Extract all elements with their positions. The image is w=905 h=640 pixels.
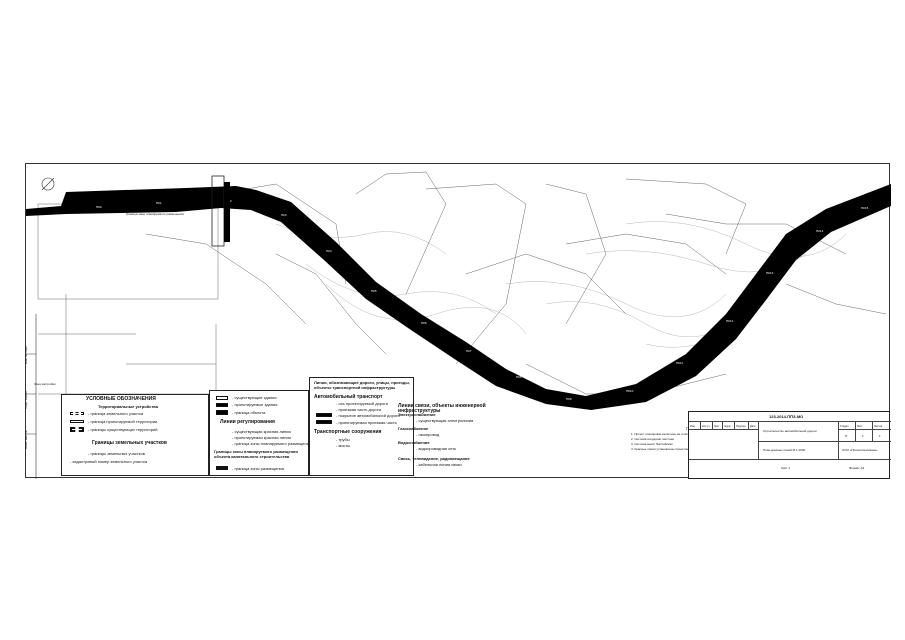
svg-text:ПК4: ПК4 (326, 249, 332, 253)
stage-header: Стадия (840, 425, 849, 428)
object-name: Строительство автомобильной дороги (763, 429, 817, 433)
format-label: Формат А3 (849, 466, 865, 470)
svg-text:ПК13: ПК13 (766, 271, 774, 275)
note-line: 3. Система высот Балтийская (631, 442, 673, 446)
svg-text:ПК12: ПК12 (726, 319, 734, 323)
legend-item: - границы существующих территорий (88, 427, 158, 432)
note-line: 1. Проект планировки выполнен на топогра… (631, 432, 716, 436)
legend-swatch (70, 427, 84, 432)
note-line: 4. Красные линии установлены проектом (631, 447, 689, 451)
drawing-title: План красных линий М 1:1000 (763, 448, 806, 452)
svg-text:ПК15: ПК15 (861, 206, 869, 210)
svg-text:ПК5: ПК5 (371, 289, 377, 293)
legend-item: - кабельная линия связи (416, 462, 462, 467)
road-corridor (26, 184, 891, 410)
company: ООО «Проектизыскание» (842, 448, 878, 452)
legend-item: - существующая красная линия (232, 429, 291, 434)
legend-subsection: Электроснабжение (398, 412, 436, 417)
legend-item: - проектируемая проезжая часть (336, 420, 397, 425)
legend-item: - проектируемая красная линия (232, 435, 291, 440)
legend-subheading: Территориальные устройства (98, 404, 158, 409)
title-header: Изм. (690, 425, 696, 428)
svg-text:ПК0: ПК0 (96, 205, 102, 209)
drawing-code: 123-2014-ППЗ-МО (769, 414, 804, 419)
title-header: №док. (724, 425, 732, 428)
title-block: 123-2014-ППЗ-МО Изм. Кол.уч Лист №док. П… (688, 411, 891, 479)
legend-swatch (70, 420, 84, 423)
legend-engineering: Линии связи, объекты инженерной инфрастр… (398, 404, 508, 476)
legend-mid: - существующие здания - проектируемые зд… (209, 390, 312, 476)
legend-item: - граница зоны размещения (232, 466, 284, 471)
legend-section: Границы земельных участков (92, 440, 167, 446)
title-header: Дата (750, 425, 756, 428)
title-header: Лист (714, 425, 720, 428)
svg-text:ПК10: ПК10 (626, 389, 634, 393)
legend-item: - проектируемые здания (232, 402, 278, 407)
legend-item: - мосты (336, 443, 351, 448)
legend-swatch (216, 466, 228, 470)
legend-item: - граница зоны планируемого размещения (232, 441, 312, 446)
stage-header: Лист (857, 425, 863, 428)
svg-text:ПК7: ПК7 (466, 349, 472, 353)
side-stamp-label: Инв. № подл. (24, 345, 28, 364)
stage-header: Листов (874, 425, 883, 428)
legend-item: - покрытие автомобильной дороги (336, 413, 400, 418)
svg-text:ПК14: ПК14 (816, 229, 824, 233)
legend-heading: Линии, обозначающие дороги, улицы, проез… (314, 380, 410, 390)
legend-item: - существующие здания (232, 395, 277, 400)
side-stamp-label: Взам. инв. № (24, 430, 28, 449)
title-code-row: 123-2014-ППЗ-МО (689, 412, 891, 422)
stage-value: 1 (879, 434, 881, 438)
legend-item: - трубы (336, 437, 350, 442)
legend-item: - проезжая часть дороги (336, 407, 382, 412)
legend-swatch (216, 410, 228, 415)
legend-section: Транспортные сооружения (314, 429, 382, 435)
stage-value: 1 (862, 434, 864, 438)
sheet-label: Лист 1 (781, 466, 791, 470)
area-label: Граница зоны планируемого размещения (126, 212, 184, 216)
legend-left: УСЛОВНЫЕ ОБОЗНАЧЕНИЯ Территориальные уст… (61, 394, 209, 476)
map-canvas: ПК0 ПК1 ПК2 ПК3 ПК4 ПК5 ПК6 ПК7 ПК8 ПК9 … (26, 171, 891, 479)
legend-section: Линии регулирования (220, 419, 275, 425)
legend-section: Границы зоны планируемого размещения объ… (214, 449, 298, 459)
drawing-sheet: ПК0 ПК1 ПК2 ПК3 ПК4 ПК5 ПК6 ПК7 ПК8 ПК9 … (24, 163, 891, 479)
svg-text:ПК3: ПК3 (281, 213, 287, 217)
legend-swatch (316, 413, 332, 417)
legend-item: - ось проектируемой дороги (336, 401, 388, 406)
legend-right: Линии, обозначающие дороги, улицы, проез… (309, 377, 414, 476)
legend-swatch (70, 412, 84, 415)
legend-swatch (216, 396, 228, 400)
note-line: 2. Система координат местная (631, 437, 674, 441)
side-stamp-label: Подп. и дата (24, 391, 28, 409)
svg-text:ПК9: ПК9 (566, 397, 572, 401)
svg-text:ПК6: ПК6 (421, 321, 427, 325)
legend-item: - кадастровый номер земельного участка (70, 459, 148, 464)
svg-text:ПК1: ПК1 (156, 201, 162, 205)
svg-text:ПК8: ПК8 (516, 375, 522, 379)
legend-subsection: Связь, телевидение, радиовещание (398, 456, 470, 461)
legend-subsection: Водоснабжение (398, 440, 430, 445)
legend-item: - существующая электролиния (416, 418, 474, 423)
legend-item: - граница проектируемой территории (88, 419, 158, 424)
legend-subsection: Газоснабжение (398, 426, 429, 431)
legend-section: Автомобильный транспорт (314, 394, 383, 400)
legend-item: - газопровод (416, 432, 440, 437)
legend-item: - водопроводная сеть (416, 446, 457, 451)
legend-item: - граница объекта (232, 410, 266, 415)
title-header: Кол.уч (702, 425, 710, 428)
legend-heading: УСЛОВНЫЕ ОБОЗНАЧЕНИЯ (86, 396, 156, 402)
legend-swatch (216, 403, 228, 407)
zone-label: Зона застройки (34, 382, 56, 386)
stage-value: П (845, 434, 848, 438)
legend-item: - граница земельного участка (88, 411, 144, 416)
legend-item: - границы земельных участков (88, 451, 145, 456)
legend-swatch (316, 420, 332, 424)
legend-section: Линии связи, объекты инженерной инфрастр… (398, 403, 486, 414)
title-header: Подпись (736, 425, 746, 428)
svg-text:ПК11: ПК11 (676, 361, 683, 365)
